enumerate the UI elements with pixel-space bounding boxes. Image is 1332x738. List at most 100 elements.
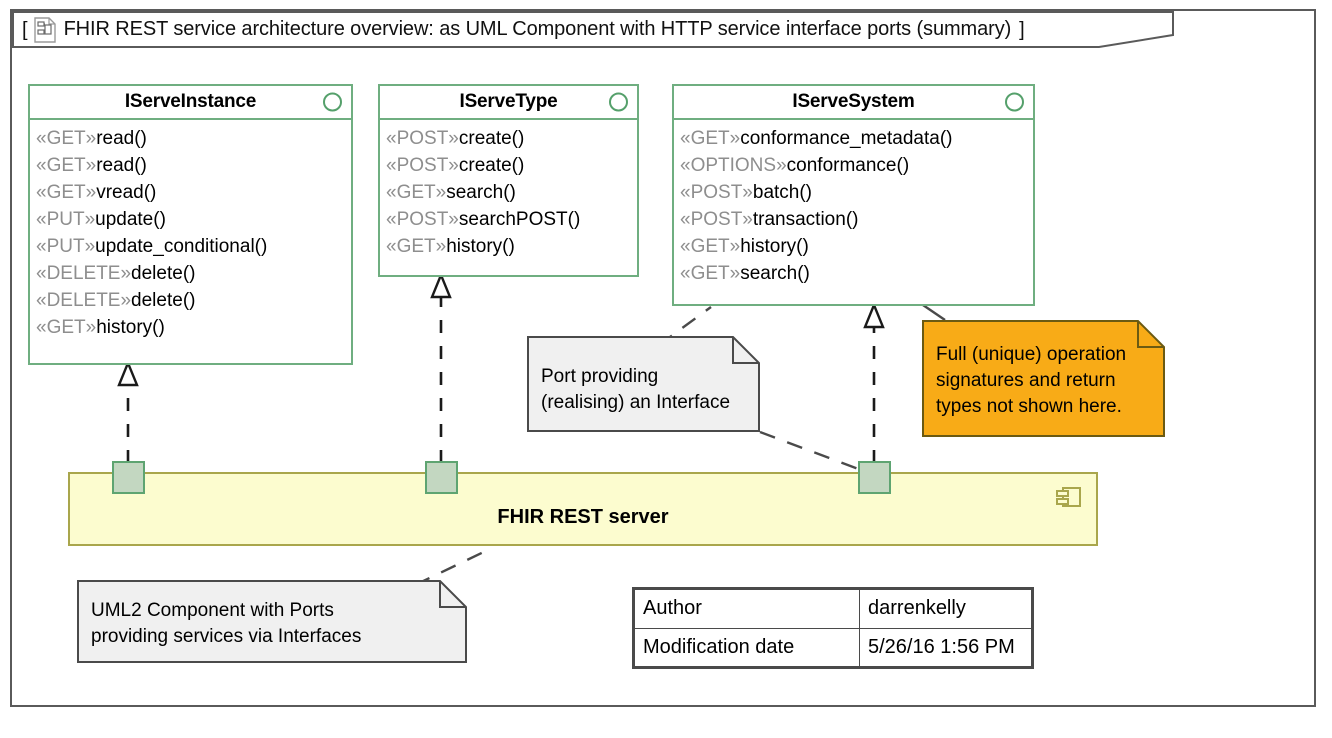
interface-lollipop-icon <box>609 92 628 112</box>
interface-name: IServeInstance <box>124 91 257 112</box>
title-bracket-open: [ <box>22 18 28 41</box>
operation-row: «PUT»update_conditional() <box>36 233 351 260</box>
operation-name: search() <box>446 182 516 203</box>
port-serve-instance[interactable] <box>112 461 145 494</box>
interface-header: IServeType <box>380 86 637 120</box>
title-bracket-close: ] <box>1019 18 1025 41</box>
operation-stereotype: «GET» <box>36 182 97 203</box>
operation-stereotype: «GET» <box>680 263 741 284</box>
table-cell-key: Modification date <box>634 627 860 667</box>
note-component-ports: UML2 Component with Ports providing serv… <box>77 580 467 663</box>
operation-stereotype: «PUT» <box>36 209 96 230</box>
operation-name: search() <box>740 263 810 284</box>
interface-box-serve-instance[interactable]: IServeInstance «GET»read() «GET»read() «… <box>28 84 353 365</box>
uml-component-icon <box>1056 487 1081 507</box>
operation-row: «POST»batch() <box>680 179 1033 206</box>
note-outline <box>77 580 467 663</box>
port-serve-system[interactable] <box>858 461 891 494</box>
interface-name: IServeSystem <box>792 91 915 112</box>
operation-stereotype: «DELETE» <box>36 263 132 284</box>
table-cell-value: 5/26/16 1:56 PM <box>859 627 1032 667</box>
note-background <box>922 320 1165 437</box>
operation-row: «GET»search() <box>386 179 637 206</box>
operation-stereotype: «POST» <box>386 209 459 230</box>
operation-row: «PUT»update() <box>36 206 351 233</box>
interface-box-serve-type[interactable]: IServeType «POST»create() «POST»create()… <box>378 84 639 277</box>
table-row: Modification date 5/26/16 1:56 PM <box>634 627 1032 667</box>
operation-name: transaction() <box>752 209 859 230</box>
operation-stereotype: «GET» <box>36 128 97 149</box>
interface-header: IServeSystem <box>674 86 1033 120</box>
note-signatures: Full (unique) operation signatures and r… <box>922 320 1165 437</box>
operation-row: «POST»create() <box>386 125 637 152</box>
operation-stereotype: «GET» <box>36 317 97 338</box>
operation-name: update() <box>95 209 166 230</box>
operation-name: batch() <box>752 182 813 203</box>
operation-row: «GET»read() <box>36 152 351 179</box>
operation-name: create() <box>458 128 525 149</box>
interface-lollipop-icon <box>323 92 342 112</box>
note-text: Full (unique) operation signatures and r… <box>936 344 1127 417</box>
diagram-title-text: FHIR REST service architecture overview:… <box>63 18 1012 40</box>
operation-row: «GET»history() <box>680 233 1033 260</box>
interface-box-serve-system[interactable]: IServeSystem «GET»conformance_metadata()… <box>672 84 1035 306</box>
operation-row: «GET»search() <box>680 260 1033 287</box>
operation-stereotype: «GET» <box>386 236 447 257</box>
interface-operations: «GET»read() «GET»read() «GET»vread() «PU… <box>30 120 351 347</box>
note-outline <box>922 320 1165 437</box>
operation-row: «DELETE»delete() <box>36 260 351 287</box>
operation-name: delete() <box>131 263 196 284</box>
operation-name: read() <box>96 155 147 176</box>
operation-stereotype: «POST» <box>386 128 459 149</box>
table-cell-key: Author <box>634 589 860 629</box>
operation-stereotype: «DELETE» <box>36 290 132 311</box>
interface-operations: «GET»conformance_metadata() «OPTIONS»con… <box>674 120 1033 293</box>
operation-row: «POST»create() <box>386 152 637 179</box>
operation-name: history() <box>446 236 515 257</box>
operation-name: delete() <box>131 290 196 311</box>
component-label: FHIR REST server <box>497 506 669 528</box>
operation-row: «OPTIONS»conformance() <box>680 152 1033 179</box>
note-text: UML2 Component with Ports providing serv… <box>91 600 362 647</box>
operation-stereotype: «GET» <box>386 182 447 203</box>
operation-name: vread() <box>96 182 157 203</box>
operation-name: searchPOST() <box>458 209 581 230</box>
note-text: Port providing (realising) an Interface <box>541 366 731 413</box>
operation-row: «GET»vread() <box>36 179 351 206</box>
note-port-interface: Port providing (realising) an Interface <box>527 336 760 432</box>
operation-stereotype: «OPTIONS» <box>680 155 787 176</box>
operation-row: «POST»searchPOST() <box>386 206 637 233</box>
operation-stereotype: «GET» <box>680 128 741 149</box>
table-cell-value: darrenkelly <box>859 589 1032 629</box>
operation-stereotype: «GET» <box>36 155 97 176</box>
operation-row: «DELETE»delete() <box>36 287 351 314</box>
interface-lollipop-icon <box>1005 92 1024 112</box>
operation-row: «POST»transaction() <box>680 206 1033 233</box>
interface-header: IServeInstance <box>30 86 351 120</box>
info-table: Author darrenkelly Modification date 5/2… <box>632 587 1034 669</box>
operation-name: history() <box>96 317 165 338</box>
operation-stereotype: «PUT» <box>36 236 96 257</box>
operation-name: conformance() <box>786 155 910 176</box>
operation-stereotype: «POST» <box>680 209 753 230</box>
diagram-title: [ FHIR REST service architecture overvie… <box>12 11 1174 48</box>
operation-stereotype: «GET» <box>680 236 741 257</box>
note-background <box>77 580 467 663</box>
operation-name: history() <box>740 236 809 257</box>
operation-name: update_conditional() <box>95 236 268 257</box>
diagram-document-icon <box>33 16 56 43</box>
note-background <box>527 336 760 432</box>
operation-row: «GET»conformance_metadata() <box>680 125 1033 152</box>
interface-operations: «POST»create() «POST»create() «GET»searc… <box>380 120 637 266</box>
operation-name: read() <box>96 128 147 149</box>
operation-row: «GET»read() <box>36 125 351 152</box>
operation-name: create() <box>458 155 525 176</box>
operation-stereotype: «POST» <box>386 155 459 176</box>
operation-name: conformance_metadata() <box>740 128 953 149</box>
component-fhir-rest-server[interactable]: FHIR REST server <box>68 472 1098 546</box>
port-serve-type[interactable] <box>425 461 458 494</box>
interface-name: IServeType <box>459 91 558 112</box>
operation-row: «GET»history() <box>36 314 351 341</box>
table-row: Author darrenkelly <box>634 589 1032 629</box>
